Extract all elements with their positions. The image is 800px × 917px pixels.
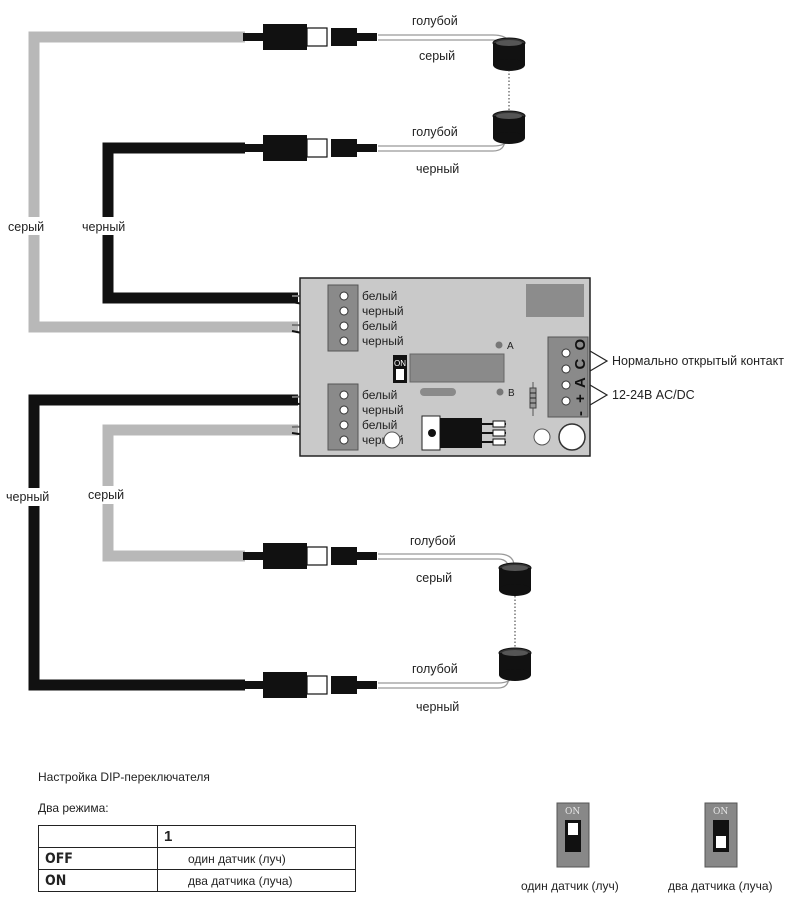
svg-text:ON: ON	[713, 807, 728, 817]
table-row: ON два датчика (луча)	[38, 869, 356, 892]
label-side-grey-top: серый	[8, 220, 44, 234]
label-top1-lower: серый	[419, 49, 455, 63]
callout-no-contact: Нормально открытый контакт	[612, 354, 784, 368]
dip-mode-table: 1 OFF один датчик (луч) ON два датчика (…	[38, 825, 356, 892]
label-top2-lower: черный	[416, 162, 459, 176]
board-oval	[420, 388, 456, 396]
svg-text:ON: ON	[565, 807, 580, 817]
contact-letters: A C O	[572, 337, 589, 388]
board-chip	[409, 353, 505, 383]
table-header-cell: 1	[157, 825, 356, 848]
svg-text:ON: ON	[394, 359, 406, 368]
terminal-bottom-2: черный	[362, 403, 404, 417]
sensor-plug-4	[242, 671, 378, 699]
table-header-cell	[38, 825, 158, 848]
table-cell-desc: один датчик (луч)	[157, 847, 356, 870]
terminal-top-2: черный	[362, 304, 404, 318]
cable-pair-3	[378, 553, 515, 572]
sensor-plug-2	[242, 134, 378, 162]
label-bottom1-upper: голубой	[410, 534, 456, 548]
black-wire-top	[102, 142, 298, 304]
capacitor-small-2	[533, 428, 551, 446]
callout-power: 12-24В AC/DC	[612, 388, 695, 402]
dip-switch-on-illustration: ON	[704, 802, 738, 868]
table-cell-mode: ON	[38, 869, 158, 892]
sensor-lens-1	[492, 37, 526, 72]
label-side-black-top: черный	[82, 220, 125, 234]
label-side-black-bottom: черный	[6, 490, 49, 504]
label-side-grey-bottom: серый	[88, 488, 124, 502]
sensor-lens-3	[498, 562, 532, 597]
label-bottom2-upper: голубой	[412, 662, 458, 676]
sensor-plug-3	[242, 542, 378, 570]
led-b	[496, 388, 504, 396]
terminal-bottom-3: белый	[362, 418, 397, 432]
table-header-row: 1	[38, 825, 356, 848]
caption-one-sensor: один датчик (луч)	[521, 879, 619, 893]
dip-section-subtitle: Два режима:	[38, 801, 109, 815]
relay	[526, 284, 584, 317]
terminal-top-4: черный	[362, 334, 404, 348]
table-cell-desc: два датчика (луча)	[157, 869, 356, 892]
grey-wire-top	[28, 31, 298, 333]
callout-arrow-contact	[589, 350, 609, 372]
label-bottom2-lower: черный	[416, 700, 459, 714]
sensor-lens-2	[492, 110, 526, 145]
led-a	[495, 341, 503, 349]
transistor	[421, 415, 506, 451]
sensor-plug-1	[242, 23, 378, 51]
capacitor-large	[558, 423, 586, 451]
led-a-label: A	[507, 341, 514, 352]
terminal-bottom-1: белый	[362, 388, 397, 402]
led-b-label: B	[508, 388, 515, 399]
resistor	[529, 382, 537, 416]
label-top1-upper: голубой	[412, 14, 458, 28]
dip-switch-off-illustration: ON	[556, 802, 590, 868]
label-top2-upper: голубой	[412, 125, 458, 139]
capacitor-small-1	[383, 431, 401, 449]
control-board: белый черный белый черный белый черный б…	[299, 277, 591, 457]
dip-section-title: Настройка DIP-переключателя	[38, 770, 210, 784]
table-row: OFF один датчик (луч)	[38, 847, 356, 870]
sensor-lens-4	[498, 647, 532, 682]
power-letters: - +	[572, 392, 589, 416]
terminal-top-3: белый	[362, 319, 397, 333]
black-wire-bottom	[28, 394, 298, 691]
label-bottom1-lower: серый	[416, 571, 452, 585]
caption-two-sensors: два датчика (луча)	[668, 879, 773, 893]
board-dip-switch[interactable]: ON	[393, 355, 407, 383]
table-cell-mode: OFF	[38, 847, 158, 870]
grey-wire-bottom	[102, 424, 298, 562]
callout-arrow-power	[589, 384, 609, 406]
terminal-top-1: белый	[362, 289, 397, 303]
